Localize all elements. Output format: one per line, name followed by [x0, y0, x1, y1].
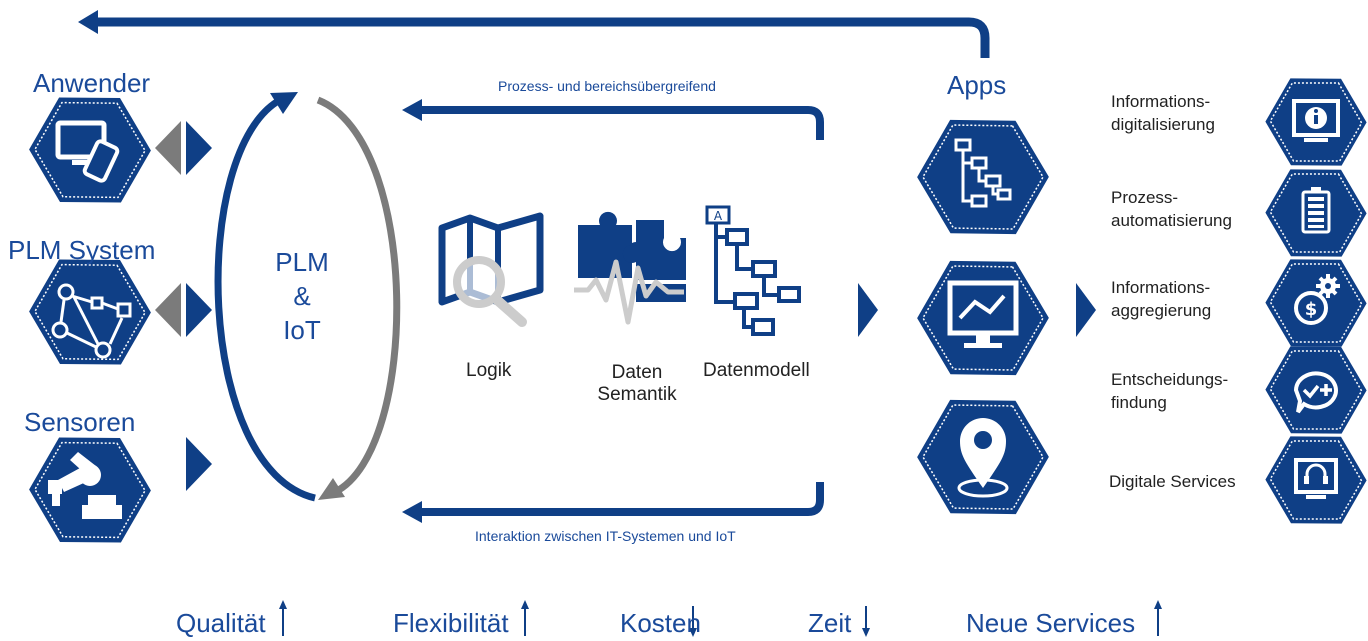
plm-connector-left — [155, 283, 181, 337]
sensoren-connector — [186, 437, 212, 491]
robot-arm-icon — [48, 452, 122, 519]
cycle-arrowhead-gray — [318, 478, 345, 500]
daten-semantik-line2: Semantik — [597, 384, 677, 405]
cycle-label-line1: PLM — [275, 247, 329, 277]
headset-monitor-icon — [1294, 458, 1338, 499]
hex-service-5 — [1265, 436, 1367, 524]
service-4-line2: findung — [1111, 393, 1167, 412]
cycle-arc-gray — [316, 96, 401, 496]
svg-text:A: A — [714, 209, 723, 223]
bottom-kosten: Kosten — [620, 608, 701, 638]
tree-model-icon: A — [705, 205, 801, 336]
zeit-trend-down-icon — [862, 606, 870, 637]
interaction-arrowhead — [402, 501, 422, 523]
decision-chat-icon — [1293, 371, 1338, 414]
plm-connector-right — [186, 283, 212, 337]
to-services-chevron — [1076, 283, 1096, 337]
interaction-arrow-label: Interaktion zwischen IT-Systemen und IoT — [475, 528, 736, 544]
top-return-arrowhead — [78, 10, 98, 34]
process-arrowhead — [402, 99, 422, 121]
hex-app-2 — [917, 260, 1049, 376]
monitor-chart-icon — [947, 280, 1019, 348]
map-magnifier-icon — [438, 212, 544, 327]
service-2-line1: Prozess- — [1111, 188, 1179, 207]
bottom-zeit: Zeit — [808, 608, 852, 638]
cycle-arrowhead-blue — [270, 92, 298, 114]
bottom-qualitaet: Qualität — [176, 608, 266, 638]
puzzle-signal-icon — [574, 211, 686, 325]
service-1-label: Informations- digitalisierung — [1111, 90, 1215, 136]
anwender-label: Anwender — [33, 68, 151, 98]
service-2-line2: automatisierung — [1111, 211, 1232, 230]
daten-semantik-line1: Daten — [611, 362, 663, 383]
apps-label: Apps — [947, 70, 1007, 100]
process-arrow — [420, 106, 824, 140]
interaction-arrow — [420, 482, 824, 516]
service-5-label: Digitale Services — [1109, 472, 1236, 491]
service-3-line1: Informations- — [1111, 278, 1211, 297]
svg-text:$: $ — [1305, 299, 1318, 320]
network-nodes-icon — [51, 283, 132, 359]
top-return-arrow — [95, 17, 990, 58]
service-1-line1: Informations- — [1111, 92, 1211, 111]
service-2-label: Prozess- automatisierung — [1111, 186, 1232, 232]
anwender-connector-right — [186, 121, 212, 175]
service-4-line1: Entscheidungs- — [1111, 370, 1229, 389]
gear-sync-icon: $ — [1294, 274, 1340, 325]
neue-services-trend-up-icon — [1154, 600, 1162, 636]
to-apps-chevron — [858, 283, 878, 337]
map-pin-icon — [957, 418, 1009, 498]
process-arrow-label: Prozess- und bereichsübergreifend — [498, 78, 716, 94]
service-1-line2: digitalisierung — [1111, 115, 1215, 134]
bottom-flexibilitaet: Flexibilität — [393, 608, 509, 638]
battery-icon — [1301, 187, 1331, 234]
monitor-phone-icon — [55, 120, 120, 183]
cycle-label: PLM & IoT — [262, 245, 342, 347]
hex-service-3 — [1265, 259, 1367, 347]
hex-app-1 — [917, 119, 1049, 235]
monitor-info-icon — [1292, 99, 1340, 142]
datenmodell-label: Datenmodell — [703, 360, 810, 381]
sensoren-label: Sensoren — [24, 407, 136, 437]
anwender-connector-left — [155, 121, 181, 175]
service-3-label: Informations- aggregierung — [1111, 276, 1211, 322]
flexibilitaet-trend-up-icon — [521, 600, 529, 636]
bottom-neue-services: Neue Services — [966, 608, 1136, 638]
daten-semantik-label: Daten Semantik — [594, 362, 680, 406]
service-4-label: Entscheidungs- findung — [1111, 368, 1228, 414]
plm-system-label: PLM System — [8, 235, 156, 265]
logik-label: Logik — [466, 360, 512, 381]
cycle-label-line2: & — [293, 281, 311, 311]
service-3-line2: aggregierung — [1111, 301, 1212, 320]
cycle-label-line3: IoT — [283, 315, 321, 345]
cycle-arc-blue — [214, 96, 316, 502]
hierarchy-icon — [954, 138, 1012, 208]
kosten-trend-down-icon — [689, 606, 697, 637]
qualitaet-trend-up-icon — [279, 600, 287, 636]
